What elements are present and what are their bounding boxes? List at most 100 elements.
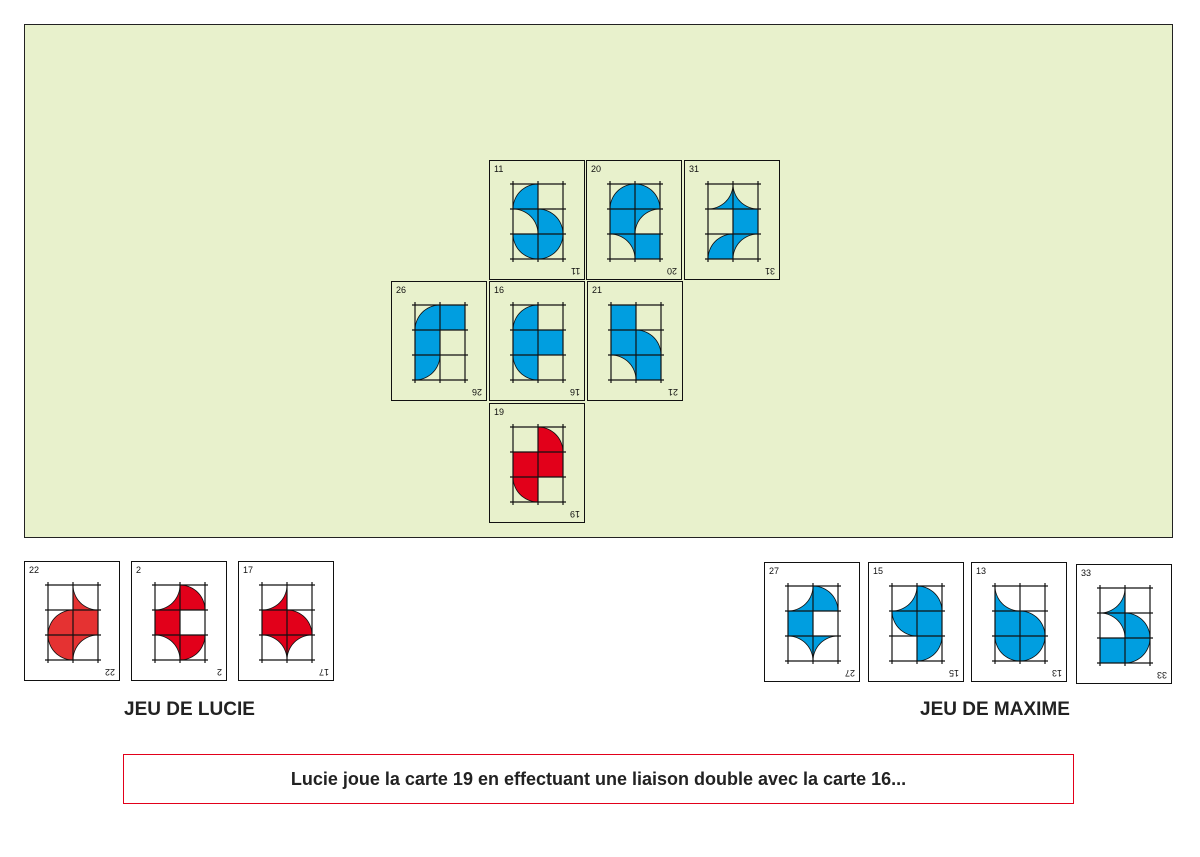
pattern-shape: [47, 609, 74, 636]
card-number: 17: [318, 667, 329, 677]
pattern-shape: [916, 610, 943, 637]
pattern-shape: [512, 354, 539, 381]
card-pattern: [608, 302, 664, 383]
pattern-shape: [512, 451, 539, 478]
pattern-shape: [512, 183, 539, 210]
pattern-shape: [286, 609, 313, 636]
card-pattern: [510, 424, 566, 505]
pattern-shape: [72, 609, 99, 636]
card-number: 31: [764, 266, 775, 276]
pattern-shape: [154, 584, 181, 611]
pattern-shape: [1099, 637, 1126, 664]
card-number: 2: [216, 667, 222, 677]
pattern-shape: [537, 329, 564, 356]
maxime-card-27[interactable]: 27 27: [764, 562, 860, 682]
card-number: 22: [29, 565, 40, 575]
pattern-shape: [707, 233, 734, 260]
pattern-shape: [537, 233, 564, 260]
lucie-card-22[interactable]: 22 22: [24, 561, 120, 681]
pattern-shape: [261, 584, 288, 611]
pattern-shape: [261, 634, 288, 661]
pattern-shape: [414, 329, 441, 356]
maxime-card-13[interactable]: 13 13: [971, 562, 1067, 682]
pattern-shape: [787, 585, 814, 612]
pattern-shape: [179, 584, 206, 611]
pattern-shape: [512, 233, 539, 260]
card-pattern: [510, 302, 566, 383]
card-number: 27: [769, 566, 780, 576]
card-pattern: [412, 302, 468, 383]
pattern-shape: [891, 585, 918, 612]
card-number: 13: [976, 566, 987, 576]
pattern-shape: [994, 610, 1021, 637]
card-number: 11: [494, 164, 504, 174]
card-pattern: [992, 583, 1048, 664]
pattern-shape: [634, 233, 661, 260]
card-number: 22: [104, 667, 115, 677]
card-number: 19: [494, 407, 505, 417]
pattern-shape: [1124, 612, 1151, 639]
pattern-shape: [707, 183, 734, 210]
pattern-shape: [1019, 610, 1046, 637]
pattern-shape: [1099, 612, 1126, 639]
card-number: 15: [873, 566, 884, 576]
status-message: Lucie joue la carte 19 en effectuant une…: [123, 754, 1074, 804]
card-number: 16: [569, 387, 580, 397]
card-number: 16: [494, 285, 505, 295]
pattern-shape: [635, 354, 662, 381]
card-number: 20: [591, 164, 602, 174]
board-card-26: 26 26: [391, 281, 487, 401]
card-number: 15: [948, 668, 959, 678]
pattern-shape: [610, 329, 637, 356]
pattern-shape: [286, 634, 313, 661]
card-pattern: [510, 181, 566, 262]
pattern-shape: [47, 634, 74, 661]
card-pattern: [1097, 585, 1153, 666]
card-number: 20: [666, 266, 677, 276]
pattern-shape: [732, 208, 759, 235]
pattern-shape: [609, 233, 636, 260]
pattern-shape: [812, 635, 839, 662]
pattern-shape: [916, 585, 943, 612]
card-number: 19: [569, 509, 580, 519]
card-number: 31: [689, 164, 700, 174]
board-card-11: 11 11: [489, 160, 585, 280]
pattern-shape: [787, 610, 814, 637]
maxime-hand-label: JEU DE MAXIME: [920, 699, 1070, 720]
pattern-shape: [610, 354, 637, 381]
lucie-hand-label: JEU DE LUCIE: [124, 699, 255, 720]
card-number: 26: [396, 285, 407, 295]
pattern-shape: [439, 304, 466, 331]
card-number: 11: [570, 266, 580, 276]
pattern-shape: [414, 354, 441, 381]
pattern-shape: [512, 208, 539, 235]
pattern-shape: [610, 304, 637, 331]
pattern-shape: [994, 635, 1021, 662]
pattern-shape: [72, 634, 99, 661]
pattern-shape: [891, 610, 918, 637]
card-number: 21: [667, 387, 678, 397]
pattern-shape: [154, 609, 181, 636]
card-number: 27: [844, 668, 855, 678]
card-number: 13: [1051, 668, 1062, 678]
pattern-shape: [787, 635, 814, 662]
card-number: 26: [471, 387, 482, 397]
pattern-shape: [537, 426, 564, 453]
card-number: 2: [136, 565, 142, 575]
pattern-shape: [994, 585, 1021, 612]
card-pattern: [705, 181, 761, 262]
pattern-shape: [1099, 587, 1126, 614]
pattern-shape: [634, 208, 661, 235]
card-pattern: [889, 583, 945, 664]
pattern-shape: [512, 329, 539, 356]
pattern-shape: [609, 183, 636, 210]
pattern-shape: [609, 208, 636, 235]
board-card-31: 31 31: [684, 160, 780, 280]
